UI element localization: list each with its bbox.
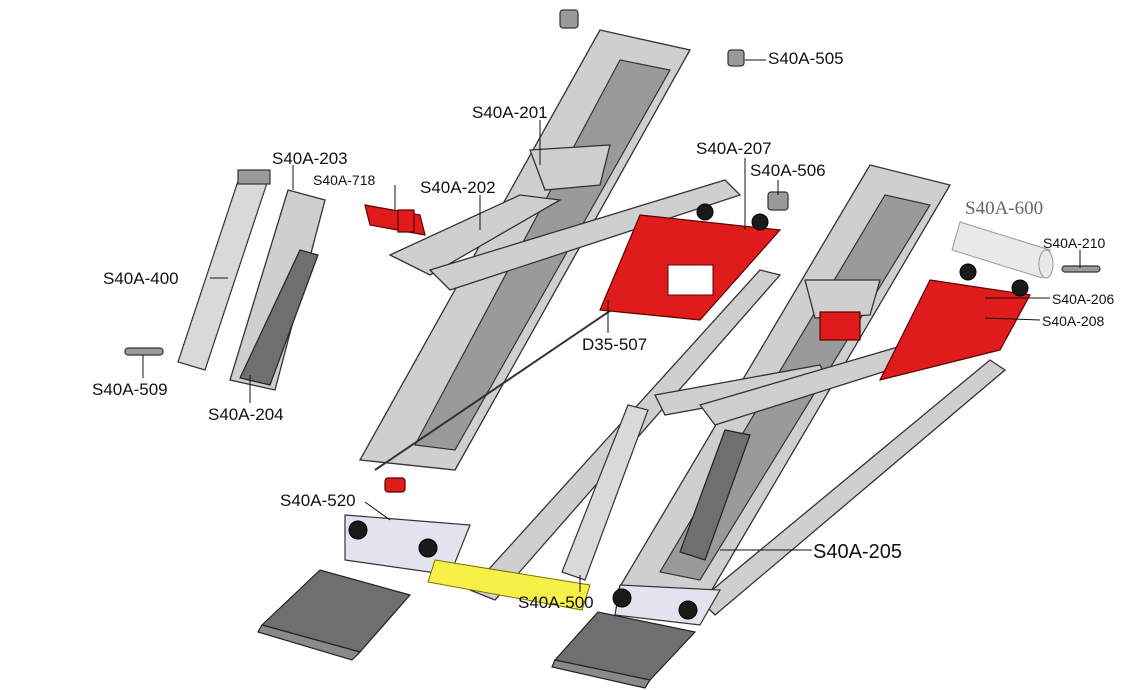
label-d35-507: D35-507	[582, 335, 647, 354]
label-s40a-718: S40A-718	[313, 172, 375, 188]
label-s40a-210: S40A-210	[1043, 235, 1105, 251]
label-s40a-509: S40A-509	[92, 380, 168, 399]
part-505	[727, 49, 745, 67]
label-s40a-207: S40A-207	[696, 139, 772, 158]
label-s40a-201: S40A-201	[472, 103, 548, 122]
yellow-connector-bar	[427, 559, 591, 611]
cylinder-500	[561, 404, 649, 581]
cylinder-600	[951, 221, 1054, 279]
right-scissor-assembly	[612, 164, 1031, 626]
part-labels: S40A-505 S40A-201 S40A-207 S40A-506 S40A…	[92, 49, 1114, 612]
label-s40a-520: S40A-520	[280, 491, 356, 510]
label-s40a-206: S40A-206	[1052, 291, 1114, 307]
label-s40a-600: S40A-600	[965, 198, 1043, 219]
left-scissor-assembly	[344, 29, 782, 601]
label-s40a-400: S40A-400	[103, 269, 179, 288]
leader-lines	[142, 59, 1081, 592]
label-s40a-205: S40A-205	[813, 541, 902, 563]
part-top-nut	[559, 9, 579, 29]
cylinder-400	[177, 169, 271, 371]
right-red-platform	[878, 279, 1031, 381]
part-718-lock	[364, 204, 426, 236]
channel-203-204	[229, 189, 326, 391]
label-s40a-204: S40A-204	[208, 405, 284, 424]
label-s40a-202: S40A-202	[420, 178, 496, 197]
label-s40a-208: S40A-208	[1042, 313, 1104, 329]
label-s40a-505: S40A-505	[768, 49, 844, 68]
label-s40a-506: S40A-506	[750, 161, 826, 180]
pin-210	[1061, 265, 1101, 273]
pin-509	[124, 347, 164, 356]
label-s40a-500: S40A-500	[518, 593, 594, 612]
label-s40a-203: S40A-203	[272, 149, 348, 168]
